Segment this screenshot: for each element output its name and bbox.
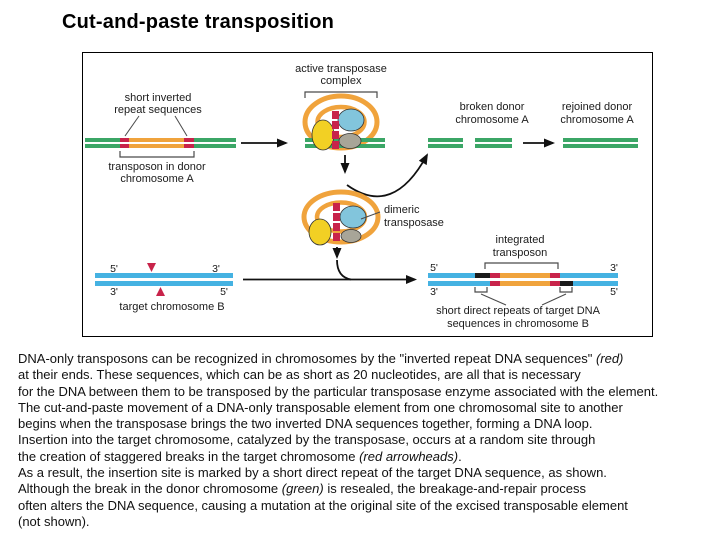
svg-text:3': 3' xyxy=(110,286,118,298)
svg-text:target chromosome B: target chromosome B xyxy=(119,301,224,313)
pointer-line xyxy=(541,293,567,306)
svg-text:transposase: transposase xyxy=(384,217,444,229)
caption-line: (not shown). xyxy=(18,513,90,529)
bracket xyxy=(304,91,378,98)
svg-text:5': 5' xyxy=(610,286,618,298)
svg-text:5': 5' xyxy=(110,263,118,275)
broken-donor-chromosome: broken donor chromosome A xyxy=(428,101,529,148)
caption-line: Although the break in the donor chromoso… xyxy=(18,481,587,497)
svg-text:sequences in chromosome B: sequences in chromosome B xyxy=(447,318,589,330)
svg-text:complex: complex xyxy=(321,75,362,87)
caption-line: DNA-only transposons can be recognized i… xyxy=(18,351,624,366)
dimeric-transposase-complex: dimeric transposase xyxy=(301,189,444,246)
caption-line: the creation of staggered breaks in the … xyxy=(18,448,462,464)
transposition-diagram: short inverted repeat sequences transpos… xyxy=(85,63,638,330)
caption-line: Insertion into the target chromosome, ca… xyxy=(18,432,596,448)
pointer-line xyxy=(360,211,381,220)
inverted-repeat-right xyxy=(184,138,194,142)
target-chromosome-b: 5' 3' 3' 5' target chromosome B xyxy=(95,263,233,313)
transposase-subunit-yellow xyxy=(311,119,335,151)
svg-text:short inverted: short inverted xyxy=(125,92,192,104)
svg-text:integrated: integrated xyxy=(496,234,545,246)
svg-text:chromosome A: chromosome A xyxy=(120,173,194,185)
caption-line: for the DNA between them to be transpose… xyxy=(18,383,659,399)
caption-line: The cut-and-paste movement of a DNA-only… xyxy=(18,399,623,415)
svg-text:transposon: transposon xyxy=(493,247,547,259)
active-transposase-complex: active transposase complex xyxy=(295,63,387,151)
svg-text:chromosome A: chromosome A xyxy=(455,114,529,126)
caption-line: begins when the transposase brings the t… xyxy=(18,416,593,432)
dna-loop-outer xyxy=(301,189,381,245)
transposase-subunit-yellow xyxy=(308,218,332,246)
transposase-subunit-gray xyxy=(340,229,362,243)
figure-caption: DNA-only transposons can be recognized i… xyxy=(18,351,658,530)
svg-text:rejoined donor: rejoined donor xyxy=(562,101,633,113)
svg-text:5': 5' xyxy=(220,286,228,298)
transposase-subunit-gray xyxy=(338,133,362,149)
inverted-repeat-left xyxy=(120,138,129,142)
caption-line: at their ends. These sequences, which ca… xyxy=(18,367,581,383)
bracket xyxy=(119,151,195,158)
pointer-line xyxy=(124,115,140,137)
svg-text:transposon in donor: transposon in donor xyxy=(108,161,206,173)
caption-line: As a result, the insertion site is marke… xyxy=(18,465,607,481)
pointer-line xyxy=(480,293,507,306)
bracket-small-right xyxy=(559,287,573,293)
svg-text:chromosome A: chromosome A xyxy=(560,114,634,126)
svg-text:3': 3' xyxy=(610,262,618,274)
svg-text:3': 3' xyxy=(430,286,438,298)
direct-repeat-right xyxy=(560,281,573,286)
transposase-subunit-blue xyxy=(339,205,367,229)
svg-text:dimeric: dimeric xyxy=(384,204,420,216)
staggered-break-arrowhead-bottom xyxy=(156,287,165,296)
svg-text:short direct repeats of target: short direct repeats of target DNA xyxy=(436,305,601,317)
arrow-complex-to-broken xyxy=(346,153,428,198)
transposon-donor-label: transposon in donor chromosome A xyxy=(108,151,206,185)
bracket-small-left xyxy=(474,287,488,293)
transposase-subunit-blue xyxy=(337,108,365,132)
arrow-merge-curve xyxy=(336,259,352,281)
direct-repeat-left xyxy=(475,273,490,278)
integrated-transposon-chromosome: integrated transposon 5' 3' 3' 5' xyxy=(428,234,618,330)
bracket xyxy=(484,262,559,269)
svg-text:5': 5' xyxy=(430,262,438,274)
svg-text:active transposase: active transposase xyxy=(295,63,387,75)
svg-text:repeat sequences: repeat sequences xyxy=(114,104,202,116)
svg-text:broken donor: broken donor xyxy=(460,101,525,113)
chromosome-a-segment xyxy=(85,138,120,142)
short-inverted-repeat-label: short inverted repeat sequences xyxy=(114,92,202,137)
staggered-break-arrowhead-top xyxy=(147,263,156,272)
caption-line: often alters the DNA sequence, causing a… xyxy=(18,497,628,513)
donor-chromosome-with-transposon xyxy=(85,138,236,148)
pointer-line xyxy=(174,115,188,137)
transposon-segment xyxy=(129,138,184,142)
page-title: Cut-and-paste transposition xyxy=(62,11,335,33)
rejoined-donor-chromosome: rejoined donor chromosome A xyxy=(560,101,638,148)
svg-text:3': 3' xyxy=(212,263,220,275)
figure-panel: short inverted repeat sequences transpos… xyxy=(82,52,653,337)
